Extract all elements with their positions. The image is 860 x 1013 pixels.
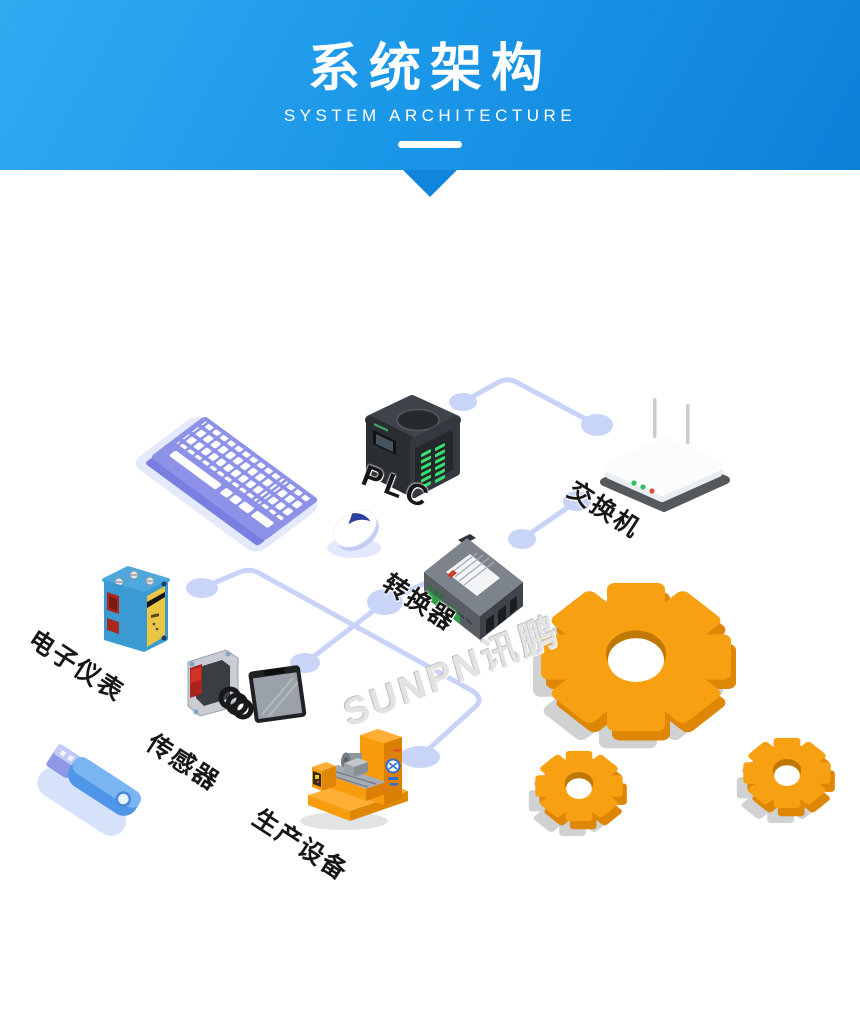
connector-plc-switch bbox=[460, 377, 600, 428]
plc-device-illustration bbox=[365, 395, 461, 498]
connector-node bbox=[186, 578, 218, 598]
sensor-illustration bbox=[187, 649, 307, 723]
mouse-illustration bbox=[327, 509, 381, 558]
connector-nodes bbox=[186, 393, 613, 768]
production-machine-illustration bbox=[300, 729, 408, 830]
connector-node bbox=[563, 491, 591, 511]
banner-arrow-down-icon bbox=[403, 170, 457, 197]
connector-instrument-equipment bbox=[199, 567, 482, 760]
keyboard-illustration bbox=[136, 416, 318, 552]
page-title: 系统架构 bbox=[307, 40, 552, 98]
connector-node bbox=[449, 393, 477, 411]
title-underline bbox=[398, 141, 462, 148]
gear-large-icon bbox=[533, 582, 736, 749]
connector-node bbox=[400, 746, 440, 768]
gear-small-left-icon bbox=[528, 750, 627, 836]
page-subtitle: SYSTEM ARCHITECTURE bbox=[283, 106, 577, 125]
connector-node bbox=[508, 529, 536, 549]
connector-node bbox=[581, 414, 613, 436]
usb-drive-illustration bbox=[37, 744, 141, 836]
gear-small-right-icon bbox=[736, 737, 835, 823]
serial-converter-illustration bbox=[424, 534, 523, 640]
photoelectric-instrument-illustration bbox=[102, 566, 170, 652]
connector-node bbox=[367, 589, 403, 615]
network-switch-illustration bbox=[600, 398, 730, 512]
